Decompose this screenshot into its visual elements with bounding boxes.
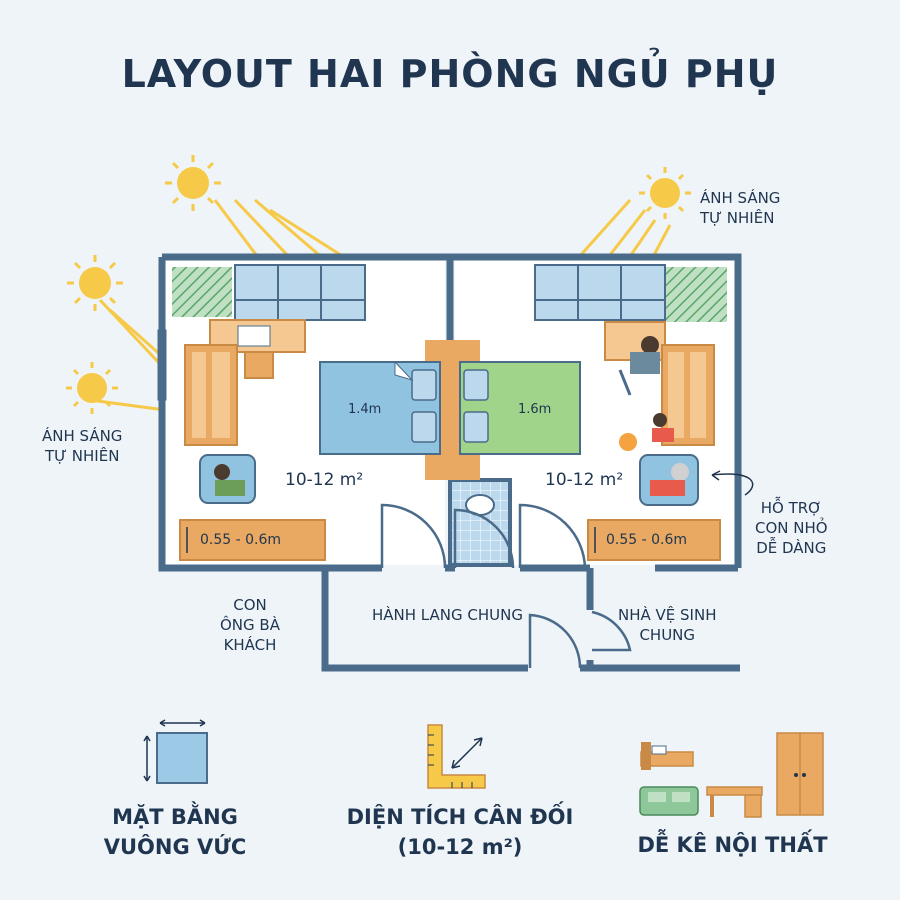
bed-right <box>459 361 581 455</box>
armchair-right <box>639 454 699 506</box>
corridor-walls <box>321 568 740 672</box>
bookshelf-left <box>184 344 238 446</box>
sun-icon <box>67 255 123 311</box>
room-right-area: 10-12 m² <box>545 470 624 490</box>
support-label: HỖ TRỢ CON NHỎ DỄ DÀNG <box>755 499 828 557</box>
bed-left-size: 1.4m <box>348 402 382 417</box>
sun-icon <box>165 155 221 211</box>
curtain-left <box>172 267 232 317</box>
feature-balanced-area: DIỆN TÍCH CÂN ĐỐI (10-12 m²) <box>346 805 574 859</box>
wardrobe-right-depth: 0.55 - 0.6m <box>606 532 688 548</box>
wardrobe-right <box>587 519 721 561</box>
window-left <box>234 264 366 321</box>
window-right <box>534 264 666 321</box>
toilet-label: NHÀ VỆ SINH CHUNG <box>618 606 717 644</box>
ruler-area-icon <box>427 724 486 789</box>
bathroom-block <box>448 478 512 567</box>
feature-square-plan: MẶT BẰNG VUÔNG VỨC <box>103 805 247 859</box>
support-arrow <box>711 473 754 496</box>
desk-left <box>209 319 306 379</box>
curtain-right <box>665 267 727 322</box>
room-left-area: 10-12 m² <box>285 470 364 490</box>
bed-left <box>319 360 441 455</box>
wardrobe-left-depth: 0.55 - 0.6m <box>200 532 282 548</box>
furniture-icon <box>639 732 824 818</box>
square-plan-icon <box>143 719 208 784</box>
light-label-right: ÁNH SÁNG TỰ NHIÊN <box>700 189 781 227</box>
page-title: LAYOUT HAI PHÒNG NGỦ PHỤ <box>121 52 779 96</box>
wardrobe-left <box>179 519 326 561</box>
child-with-ball <box>619 413 674 451</box>
light-label-left: ÁNH SÁNG TỰ NHIÊN <box>42 427 123 465</box>
corridor-label: HÀNH LANG CHUNG <box>372 606 523 624</box>
sun-icon <box>66 362 118 414</box>
armchair-left <box>199 454 256 504</box>
sun-icon <box>639 167 691 219</box>
desk-right <box>604 321 666 396</box>
doors <box>380 503 632 669</box>
feature-furniture: DỄ KÊ NỘI THẤT <box>637 833 828 857</box>
bed-right-size: 1.6m <box>518 402 552 417</box>
guests-label: CON ÔNG BÀ KHÁCH <box>220 596 280 654</box>
